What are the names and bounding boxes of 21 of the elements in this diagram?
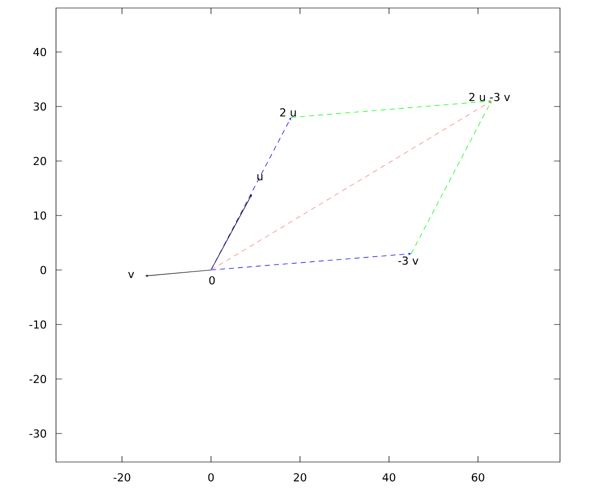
vector-arrow bbox=[410, 101, 492, 254]
point-label: v bbox=[128, 272, 134, 278]
vector-arrow bbox=[210, 101, 492, 270]
tick-label: 60 bbox=[472, 473, 484, 482]
point-label: u bbox=[257, 174, 262, 180]
tick-label: 0 bbox=[40, 266, 46, 274]
tick-label: -30 bbox=[29, 429, 46, 438]
point-label: 2 u bbox=[280, 108, 296, 117]
tick-label: -20 bbox=[114, 473, 130, 482]
point-label: 2 u -3 v bbox=[469, 92, 510, 102]
point-label: 0 bbox=[209, 276, 215, 284]
tick-label: -20 bbox=[29, 374, 46, 384]
point-label: -3 v bbox=[398, 256, 418, 265]
tick-label: 20 bbox=[294, 473, 306, 482]
tick-label: -10 bbox=[29, 320, 46, 329]
tick-label: 0 bbox=[208, 473, 214, 482]
tick-label: 40 bbox=[33, 48, 46, 56]
tick-label: 30 bbox=[34, 102, 46, 111]
tick-label: 10 bbox=[34, 211, 46, 220]
tick-label: 40 bbox=[382, 473, 396, 482]
tick-label: 20 bbox=[34, 156, 46, 166]
